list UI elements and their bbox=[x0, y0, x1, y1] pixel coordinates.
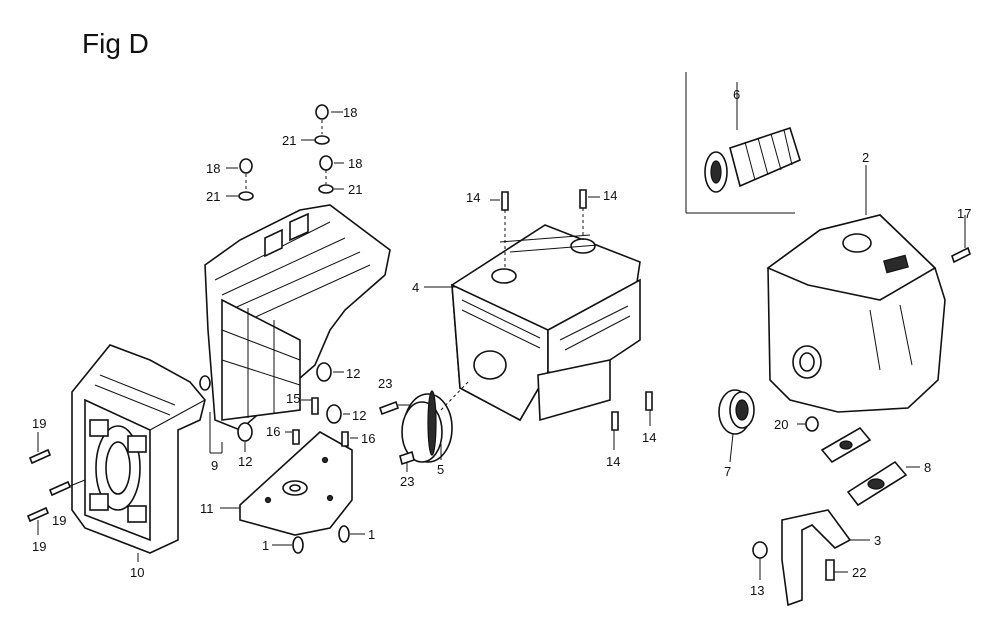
callout-16-b: 16 bbox=[361, 431, 375, 446]
callout-4: 4 bbox=[412, 280, 419, 295]
mount-bracket-part bbox=[71, 344, 206, 554]
callout-8-a: 8 bbox=[924, 460, 931, 475]
inset-frame bbox=[685, 72, 795, 214]
callout-14-d: 14 bbox=[606, 454, 620, 469]
callout-15: 15 bbox=[286, 391, 300, 406]
callout-19-c: 19 bbox=[32, 539, 46, 554]
callout-12-b: 12 bbox=[352, 408, 366, 423]
callout-21-left: 21 bbox=[206, 189, 220, 204]
callout-23-a: 23 bbox=[378, 376, 392, 391]
callout-14-b: 14 bbox=[603, 188, 617, 203]
plate-part bbox=[239, 431, 353, 536]
fasteners bbox=[26, 104, 971, 581]
cap-part bbox=[401, 390, 453, 463]
callout-3: 3 bbox=[874, 533, 881, 548]
muffler-part bbox=[766, 214, 946, 413]
callout-1-a: 1 bbox=[262, 538, 269, 553]
callout-18-left: 18 bbox=[206, 161, 220, 176]
callout-12-a: 12 bbox=[346, 366, 360, 381]
callout-6: 6 bbox=[733, 87, 740, 102]
callout-19-b: 19 bbox=[52, 513, 66, 528]
spark-arrester-part bbox=[704, 126, 801, 193]
callout-1-b: 1 bbox=[368, 527, 375, 542]
callout-11: 11 bbox=[200, 501, 214, 516]
tailpipe-part bbox=[718, 389, 755, 435]
callout-18-mid: 18 bbox=[348, 156, 362, 171]
callout-21-mid: 21 bbox=[348, 182, 362, 197]
callout-10: 10 bbox=[130, 565, 144, 580]
gasket-part-lower bbox=[846, 460, 908, 507]
fan-cover-part bbox=[451, 224, 641, 422]
callout-20: 20 bbox=[774, 417, 788, 432]
callout-17: 17 bbox=[957, 206, 971, 221]
callout-16-a: 16 bbox=[266, 424, 280, 439]
leader-lines bbox=[37, 82, 966, 580]
callout-23-b: 23 bbox=[400, 474, 414, 489]
muffler-stay-part bbox=[781, 509, 852, 607]
callout-14-c: 14 bbox=[642, 430, 656, 445]
callout-7: 7 bbox=[724, 464, 731, 479]
callout-12-c: 12 bbox=[238, 454, 252, 469]
callout-19-a: 19 bbox=[32, 416, 46, 431]
figure-title: Fig D bbox=[82, 28, 149, 59]
callout-13: 13 bbox=[750, 583, 764, 598]
callout-22: 22 bbox=[852, 565, 866, 580]
callout-labels: 18 21 18 21 18 21 14 14 4 12 12 12 15 16… bbox=[32, 87, 971, 598]
callout-9: 9 bbox=[211, 458, 218, 473]
gasket-part-upper bbox=[820, 426, 872, 464]
callout-21-top: 21 bbox=[282, 133, 296, 148]
callout-2: 2 bbox=[862, 150, 869, 165]
shroud-bracket-part bbox=[199, 204, 391, 431]
callout-14-a: 14 bbox=[466, 190, 480, 205]
callout-5: 5 bbox=[437, 462, 444, 477]
callout-18-top: 18 bbox=[343, 105, 357, 120]
